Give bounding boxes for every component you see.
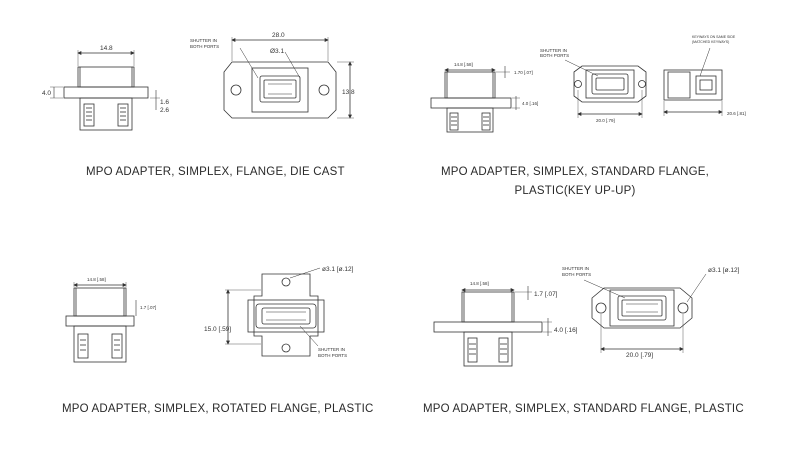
p1-shutter-note-1: SHUTTER IN: [190, 38, 217, 43]
caption-rotated-flange: MPO ADAPTER, SIMPLEX, ROTATED FLANGE, PL…: [62, 403, 374, 415]
p3-shutter-note-1: SHUTTER IN: [318, 347, 345, 352]
p1-side-width: 14.8: [100, 45, 113, 52]
p2-back-note-1: KEYWAYS ON SAME SIDE: [692, 35, 736, 39]
caption-die-cast-flange: MPO ADAPTER, SIMPLEX, FLANGE, DIE CAST: [86, 166, 345, 178]
p2-back-note-2: (MATCHED KEYWAYS): [692, 40, 729, 44]
p4-shutter-note-1: SHUTTER IN: [562, 266, 589, 271]
p3-side-top: 1.7 [.07]: [140, 305, 156, 310]
p3-front-hole: ø3.1 [ø.12]: [322, 266, 354, 273]
panel-2-front-view: [564, 59, 647, 118]
panel-4-side-view: [433, 286, 552, 367]
panel-3-side-view: [65, 282, 137, 363]
p2-shutter-note-2: BOTH PORTS: [540, 53, 569, 58]
p4-front-hole: ø3.1 [ø.12]: [708, 267, 740, 274]
p1-side-flange: 1.6: [160, 99, 169, 106]
p2-shutter-note-1: SHUTTER IN: [540, 48, 567, 53]
panel-1-front-view: [223, 37, 354, 119]
p2-front-width: 20.0 [.79]: [596, 118, 615, 123]
p4-side-width: 14.8 [.58]: [470, 281, 489, 286]
p1-side-flange2: 2.6: [160, 107, 169, 114]
p1-front-height: 13.8: [342, 89, 355, 96]
p4-shutter-note-2: BOTH PORTS: [562, 272, 591, 277]
panel-1-side-view: [50, 50, 160, 131]
p3-side-width: 14.8 [.58]: [87, 277, 106, 282]
p3-front-height: 15.0 [.59]: [204, 326, 231, 333]
p1-front-width: 28.0: [272, 32, 285, 39]
p4-side-height: 4.0 [.16]: [554, 327, 578, 334]
p1-shutter-note-2: BOTH PORTS: [190, 44, 219, 49]
p2-back-width: 20.6 [.81]: [727, 111, 746, 116]
p2-side-height: 4.0 [.16]: [522, 101, 538, 106]
p2-side-top: 1.70 [.07]: [514, 70, 533, 75]
p4-side-top: 1.7 [.07]: [534, 291, 558, 298]
panel-3-front-view: [225, 267, 325, 357]
p1-front-hole: Ø3.1: [270, 48, 284, 55]
p4-front-width: 20.0 [.79]: [626, 352, 653, 359]
p2-side-width: 14.8 [.58]: [454, 62, 473, 67]
caption-line-2: PLASTIC(KEY UP-UP): [514, 185, 636, 197]
caption-line-1: MPO ADAPTER, SIMPLEX, STANDARD FLANGE,: [440, 166, 710, 178]
caption-standard-flange-key-up: MPO ADAPTER, SIMPLEX, STANDARD FLANGE, P…: [440, 166, 710, 197]
caption-standard-flange-plastic: MPO ADAPTER, SIMPLEX, STANDARD FLANGE, P…: [423, 403, 744, 415]
panel-2-side-view: [430, 66, 520, 133]
p1-side-height: 4.0: [42, 90, 51, 97]
panel-4-front-view: [583, 273, 707, 353]
panel-2-back-view: [663, 47, 723, 116]
p3-shutter-note-2: BOTH PORTS: [318, 353, 347, 358]
